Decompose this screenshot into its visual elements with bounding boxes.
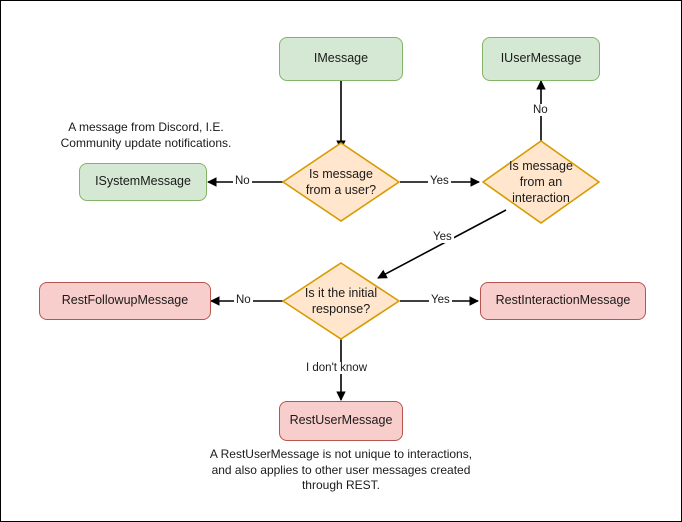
node-imessage-label: IMessage <box>313 51 369 66</box>
edge-label-from-interaction-yes: Yes <box>431 231 454 243</box>
decision-from-interaction-label: Is message from an interaction <box>509 158 573 206</box>
edge-label-from-user-no: No <box>233 175 252 187</box>
node-restusermessage[interactable]: RestUserMessage <box>279 401 403 441</box>
note-system-message: A message from Discord, I.E. Community u… <box>60 120 232 150</box>
edge-label-from-user-yes: Yes <box>428 175 451 187</box>
node-imessage[interactable]: IMessage <box>279 37 403 81</box>
decision-initial-response[interactable]: Is it the initial response? <box>282 262 400 340</box>
node-restfollowupmessage-label: RestFollowupMessage <box>61 293 189 308</box>
decision-from-interaction[interactable]: Is message from an interaction <box>482 140 600 224</box>
node-restusermessage-label: RestUserMessage <box>289 413 393 428</box>
node-restinteractionmessage-label: RestInteractionMessage <box>495 293 631 308</box>
edge-label-initial-response-dontknow: I don't know <box>304 362 370 374</box>
edge-label-from-interaction-no: No <box>531 104 550 116</box>
decision-from-user-shape <box>282 142 400 222</box>
node-isystemmessage[interactable]: ISystemMessage <box>79 163 207 201</box>
edge-label-initial-response-yes: Yes <box>429 294 452 306</box>
node-iusermessage-label: IUserMessage <box>500 51 582 66</box>
node-isystemmessage-label: ISystemMessage <box>95 174 191 189</box>
note-rest-user-message: A RestUserMessage is not unique to inter… <box>209 447 473 493</box>
decision-from-user-label: Is message from a user? <box>305 166 377 197</box>
decision-from-interaction-shape <box>482 140 600 224</box>
node-restinteractionmessage[interactable]: RestInteractionMessage <box>480 282 646 320</box>
decision-initial-response-label: Is it the initial response? <box>304 285 378 316</box>
decision-from-user[interactable]: Is message from a user? <box>282 142 400 222</box>
edge-label-initial-response-no: No <box>234 294 253 306</box>
node-restfollowupmessage[interactable]: RestFollowupMessage <box>39 282 211 320</box>
node-iusermessage[interactable]: IUserMessage <box>482 37 600 81</box>
